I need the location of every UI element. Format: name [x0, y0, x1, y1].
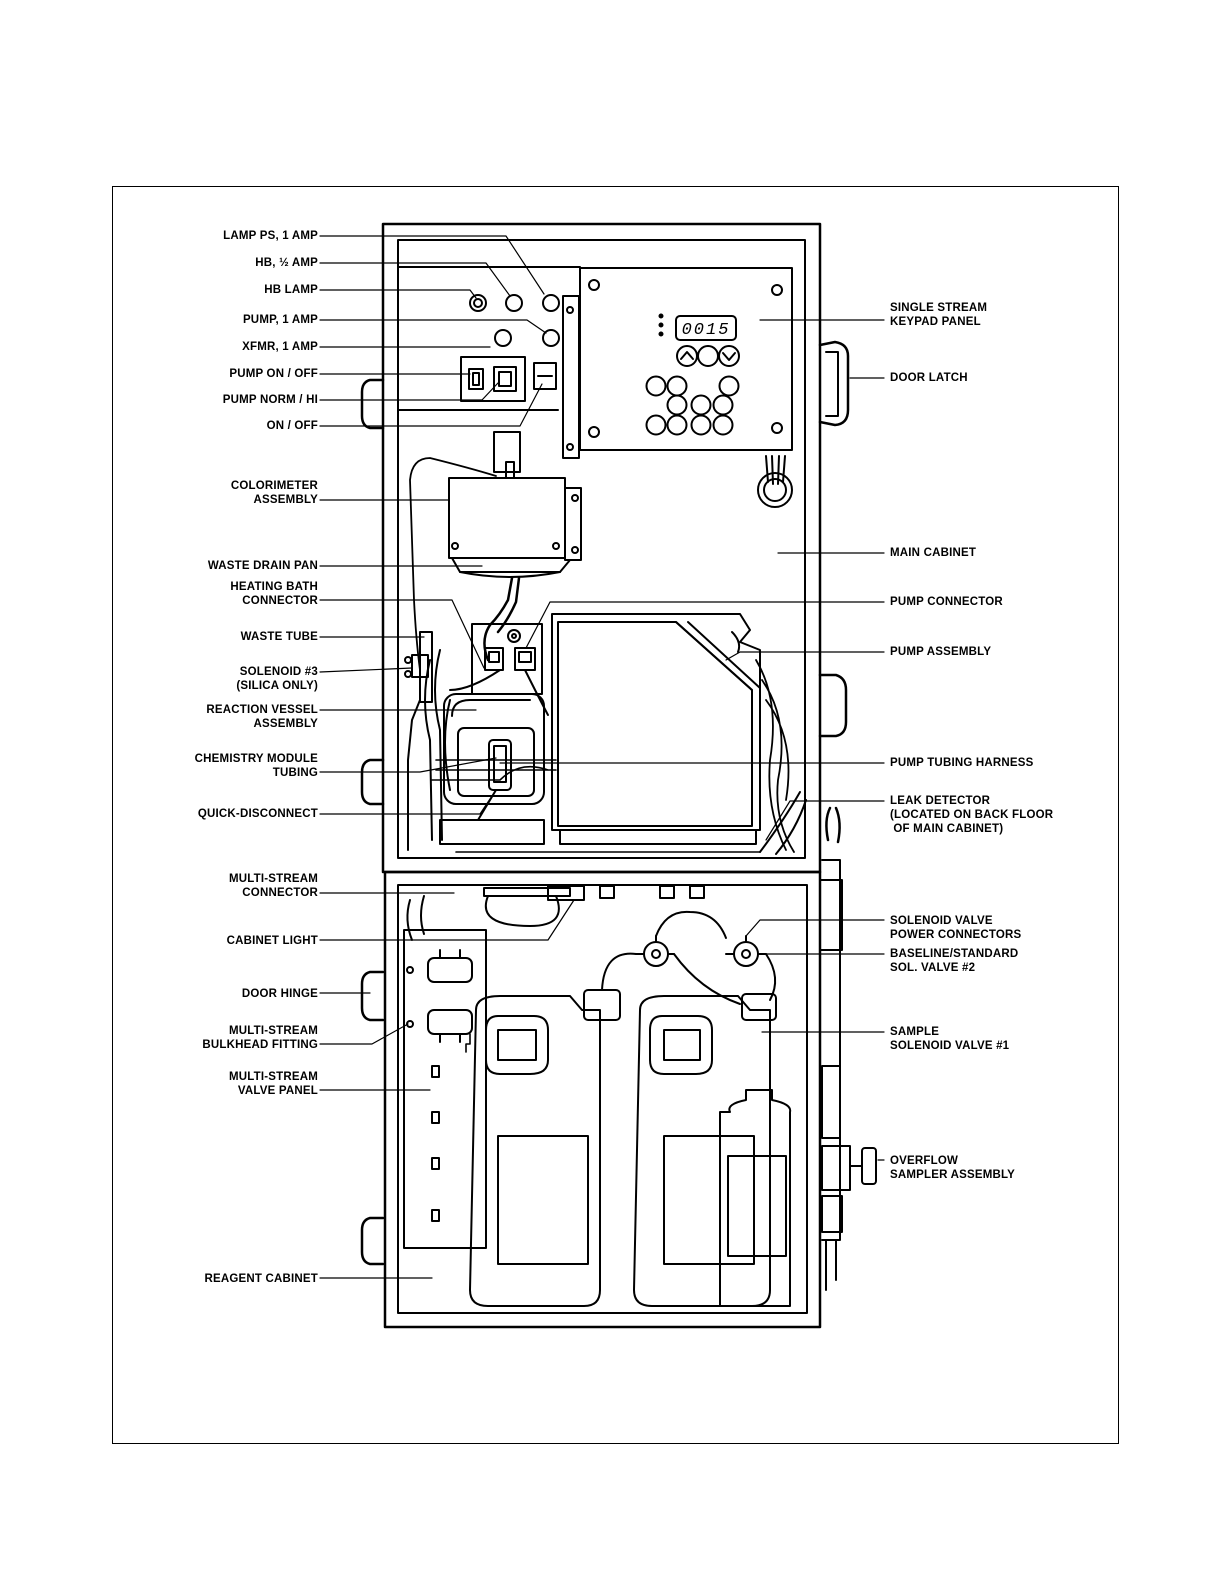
label-hb-lamp: HB LAMP [264, 284, 318, 296]
overflow-sampler [819, 859, 877, 1291]
label-waste-tube: WASTE TUBE [240, 631, 318, 643]
label-door-hinge: DOOR HINGE [241, 988, 318, 1000]
pump-assembly [455, 613, 795, 853]
label-pump-fuse: PUMP, 1 AMP [242, 314, 318, 326]
chemistry-module [424, 623, 557, 845]
label-door-latch: DOOR LATCH [890, 372, 968, 384]
door-hinges [360, 378, 848, 1266]
label-quick-disconnect: QUICK-DISCONNECT [197, 808, 318, 820]
solenoid-valves [601, 910, 777, 1005]
keypad-panel [562, 267, 793, 459]
label-reagent-cabinet: REAGENT CABINET [204, 1273, 318, 1285]
label-pump-normhi: PUMP NORM / HI [222, 394, 318, 406]
label-waste-drain-pan: WASTE DRAIN PAN [207, 560, 318, 572]
colorimeter-assembly [409, 431, 582, 671]
keypad-display: 0015 [682, 321, 731, 340]
label-pump-onoff: PUMP ON / OFF [229, 368, 318, 380]
reagent-bottles [469, 989, 792, 1307]
label-hb-fuse: HB, ½ AMP [255, 257, 318, 269]
label-main-cabinet: MAIN CABINET [890, 547, 977, 559]
leak-detector [759, 791, 841, 855]
multistream-valve-panel [403, 895, 487, 1249]
label-onoff: ON / OFF [266, 420, 318, 432]
label-lamp-ps: LAMP PS, 1 AMP [223, 230, 318, 242]
door-latch [818, 340, 850, 427]
label-pump-assembly: PUMP ASSEMBLY [890, 646, 992, 658]
cable-grommet [757, 455, 793, 508]
label-cabinet-light: CABINET LIGHT [226, 935, 318, 947]
label-pump-tubing-harness: PUMP TUBING HARNESS [890, 757, 1034, 769]
leader-lines [319, 235, 885, 1279]
fuse-panel [460, 294, 560, 402]
label-leak-detector: LEAK DETECTOR(LOCATED ON BACK FLOOR OF M… [890, 795, 1054, 835]
label-solenoid-3: SOLENOID #3(SILICA ONLY) [236, 666, 318, 692]
cabinet-light [483, 885, 705, 927]
label-xfmr-fuse: XFMR, 1 AMP [242, 341, 318, 353]
label-pump-connector: PUMP CONNECTOR [890, 596, 1003, 608]
figure-frame [112, 186, 1119, 1444]
